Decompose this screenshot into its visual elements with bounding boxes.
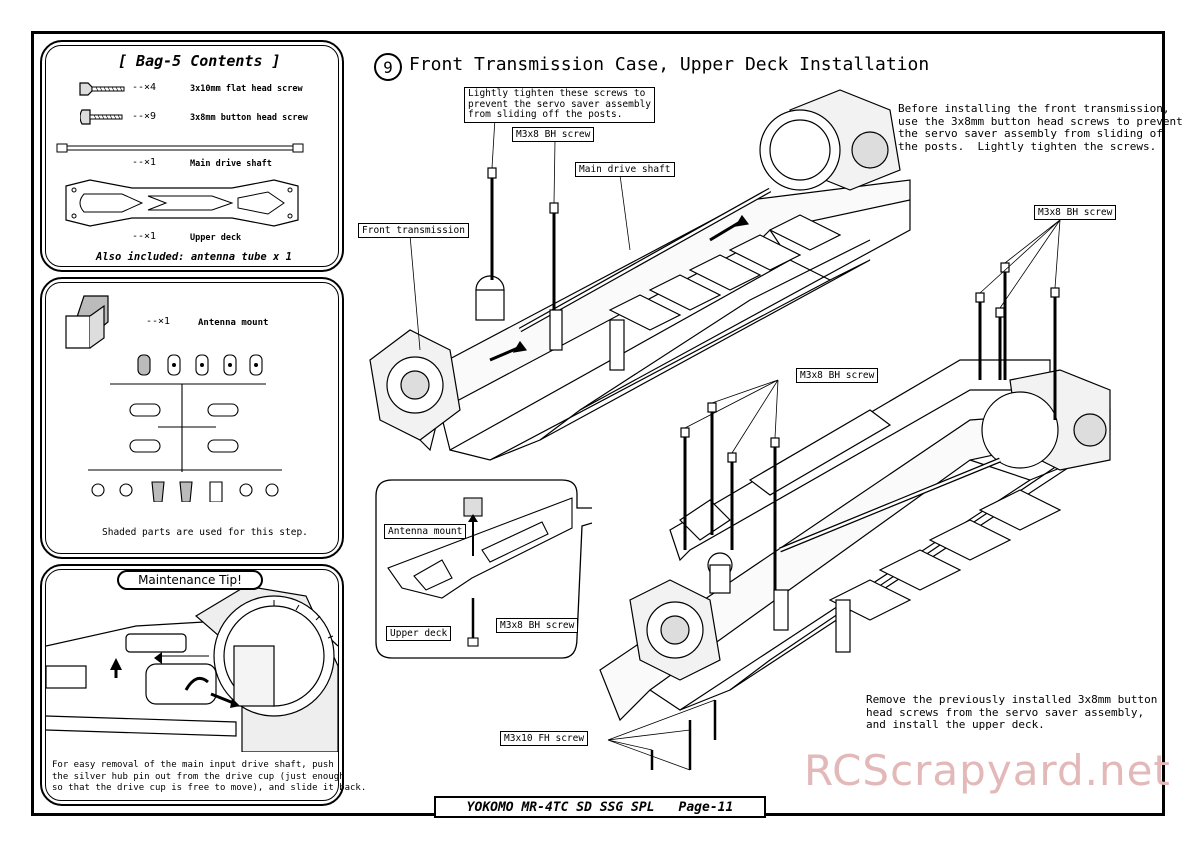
antenna-mount-icon (65, 295, 109, 349)
item-label: 3x10mm flat head screw (190, 84, 303, 94)
item-qty: --×1 (132, 231, 157, 242)
upper-deck-icon (65, 179, 299, 227)
watermark: RCScrapyard.net (804, 746, 1171, 795)
callout-tighten-screws: Lightly tighten these screws to prevent … (464, 87, 656, 123)
note-before-installing: Before installing the front transmission… (898, 102, 1183, 153)
maintenance-tip-title: Maintenance Tip! (117, 570, 263, 590)
footer-model: YOKOMO MR-4TC SD SSG SPL (466, 799, 655, 815)
shaded-parts-note: Shaded parts are used for this step. (102, 527, 308, 538)
bag-title: [ Bag-5 Contents ] (118, 52, 281, 70)
button-head-screw-icon (80, 109, 123, 125)
callout-upper-deck: Upper deck (386, 626, 452, 641)
drive-shaft-icon (56, 143, 304, 153)
callout-antenna-mount: Antenna mount (384, 524, 467, 539)
footer-page-number: Page-11 (678, 799, 734, 815)
callout-main-drive-shaft: Main drive shaft (575, 162, 675, 177)
callout-m3x8-bh-screw: M3x8 BH screw (796, 368, 879, 383)
parts-sprue-drawing (88, 354, 282, 502)
callout-m3x10-fh-screw: M3x10 FH screw (500, 731, 589, 746)
callout-m3x8-bh-screw: M3x8 BH screw (1034, 205, 1117, 220)
sprue-label: Antenna mount (198, 318, 269, 328)
item-label: Upper deck (190, 233, 242, 243)
item-label: 3x8mm button head screw (190, 113, 308, 123)
sprue-qty: --×1 (146, 316, 171, 327)
item-label: Main drive shaft (190, 159, 272, 169)
step-title: Front Transmission Case, Upper Deck Inst… (409, 54, 930, 75)
callout-m3x8-bh-screw: M3x8 BH screw (496, 618, 579, 633)
flat-head-screw-icon (79, 82, 125, 96)
item-qty: --×9 (132, 111, 157, 122)
item-qty: --×1 (132, 157, 157, 168)
callout-m3x8-bh-screw: M3x8 BH screw (512, 127, 595, 142)
callout-front-transmission: Front transmission (358, 223, 469, 238)
maintenance-tip-text: For easy removal of the main input drive… (52, 760, 367, 793)
page-footer: YOKOMO MR-4TC SD SSG SPL Page-11 (434, 796, 766, 818)
chassis-assembly-drawing (369, 89, 1111, 771)
item-qty: --×4 (132, 82, 157, 93)
note-remove-screws: Remove the previously installed 3x8mm bu… (866, 693, 1158, 731)
also-included: Also included: antenna tube x 1 (96, 251, 292, 263)
bag-contents-panel (40, 40, 344, 272)
step-number: 9 (374, 53, 402, 81)
maintenance-illustration (46, 586, 338, 752)
